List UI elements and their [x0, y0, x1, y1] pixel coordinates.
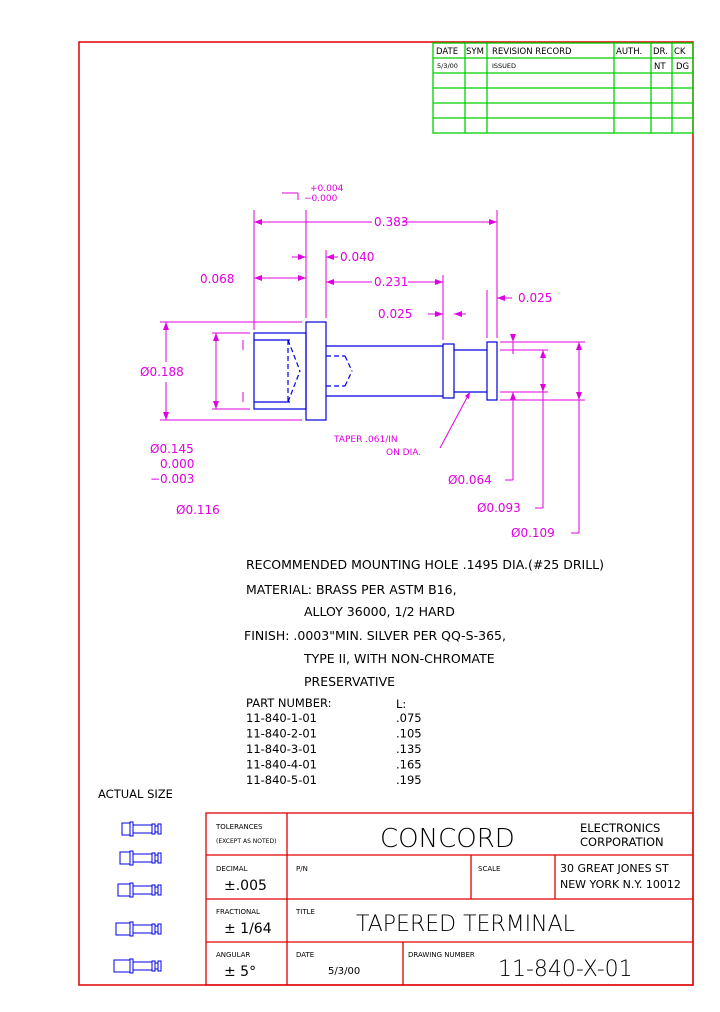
angular-label: ANGULAR — [216, 951, 250, 959]
tolerance-minus-label: −0.000 — [304, 194, 338, 204]
dim-bore-tol-plus: 0.000 — [160, 457, 194, 471]
dim-head-diameter: Ø0.188 — [140, 365, 184, 379]
address-line-1: 30 GREAT JONES ST — [560, 862, 669, 875]
rev-row-record: ISSUED — [492, 62, 516, 70]
tolerances-label: TOLERANCES — [215, 823, 263, 831]
actual-size-terminal-icon — [113, 958, 162, 974]
dimension-arrows — [163, 219, 582, 420]
drawing-number: 11-840-X-01 — [498, 957, 633, 982]
part-number-cell: 11-840-1-01 — [246, 711, 317, 725]
part-length-cell: .075 — [396, 711, 422, 725]
dim-inner-diameter: Ø0.116 — [176, 503, 220, 517]
parts-table-rows: 11-840-1-01 .075 11-840-2-01 .105 11-840-3-0… — [246, 711, 422, 787]
note-material-1: MATERIAL: BRASS PER ASTM B16, — [246, 582, 457, 597]
rev-row-ck: DG — [676, 62, 689, 72]
rev-row-date: 5/3/00 — [437, 62, 458, 70]
tolerances-sublabel: (EXCEPT AS NOTED) — [216, 838, 276, 845]
actual-size-label: ACTUAL SIZE — [98, 787, 173, 801]
part-length-cell: .105 — [396, 727, 422, 741]
note-mounting-hole: RECOMMENDED MOUNTING HOLE .1495 DIA.(#25… — [246, 557, 604, 572]
dimension-lines — [160, 192, 585, 534]
taper-note-line-2: ON DIA. — [386, 448, 421, 458]
actual-size-terminal-icon — [117, 882, 162, 898]
actual-size-terminal-icon — [115, 921, 162, 937]
address-line-2: NEW YORK N.Y. 10012 — [560, 878, 681, 891]
actual-size-terminal-icon — [121, 821, 162, 837]
dim-collar-diameter: Ø0.109 — [511, 526, 555, 540]
part-length-cell: .135 — [396, 742, 422, 756]
rev-header-date: DATE — [436, 47, 458, 57]
part-number-cell: 11-840-4-01 — [246, 758, 317, 772]
note-finish-1: FINISH: .0003"MIN. SILVER PER QQ-S-365, — [244, 628, 506, 643]
dim-groove-width: 0.025 — [378, 307, 412, 321]
actual-size-terminal-icon — [119, 850, 162, 866]
title-label: TITLE — [295, 908, 315, 916]
dim-end-length: 0.025 — [518, 291, 552, 305]
angular-value: ± 5° — [224, 964, 256, 980]
tolerance-plus-label: +0.004 — [310, 184, 344, 194]
actual-size-icons — [113, 821, 162, 974]
dim-groove-diameter: Ø0.093 — [477, 501, 521, 515]
dim-bore-tol-minus: −0.003 — [150, 472, 194, 486]
dim-shank-length: 0.068 — [200, 272, 234, 286]
parts-header-part-number: PART NUMBER: — [246, 696, 332, 710]
decimal-label: DECIMAL — [216, 865, 248, 873]
rev-header-auth: AUTH. — [616, 47, 642, 57]
part-number-cell: 11-840-5-01 — [246, 773, 317, 787]
drawing-number-label: DRAWING NUMBER — [408, 951, 475, 959]
rev-header-dr: DR. — [653, 47, 668, 57]
fractional-value: ± 1/64 — [224, 921, 272, 937]
note-material-2: ALLOY 36000, 1/2 HARD — [304, 604, 455, 619]
decimal-value: ±.005 — [224, 878, 267, 894]
company-name: CONCORD — [380, 824, 515, 854]
pn-label: P/N — [296, 865, 308, 873]
company-sub-1: ELECTRONICS — [580, 821, 660, 835]
dim-overall-length: 0.383 — [374, 215, 408, 229]
drawing-title: TAPERED TERMINAL — [356, 912, 575, 937]
part-number-cell: 11-840-2-01 — [246, 727, 317, 741]
taper-note-line-1: TAPER .061/IN — [333, 435, 398, 445]
note-finish-3: PRESERVATIVE — [304, 674, 395, 689]
part-number-cell: 11-840-3-01 — [246, 742, 317, 756]
date-label: DATE — [296, 951, 314, 959]
dim-head-to-groove: 0.231 — [374, 275, 408, 289]
rev-header-record: REVISION RECORD — [492, 47, 572, 57]
dim-head-thickness: 0.040 — [340, 250, 374, 264]
note-finish-2: TYPE II, WITH NON-CHROMATE — [303, 651, 495, 666]
company-sub-2: CORPORATION — [580, 835, 664, 849]
rev-header-ck: CK — [674, 47, 686, 57]
dim-bore-diameter: Ø0.145 — [150, 442, 194, 456]
date-value: 5/3/00 — [328, 966, 360, 977]
dim-tip-diameter: Ø0.064 — [448, 473, 492, 487]
scale-label: SCALE — [478, 865, 500, 873]
part-length-cell: .195 — [396, 773, 422, 787]
revision-block — [432, 42, 694, 134]
rev-header-sym: SYM — [466, 47, 484, 57]
fractional-label: FRACTIONAL — [216, 908, 260, 916]
part-length-cell: .165 — [396, 758, 422, 772]
parts-header-l: L: — [396, 697, 406, 711]
title-block-grid — [205, 812, 694, 986]
rev-row-dr: NT — [654, 62, 666, 72]
terminal-part-drawing — [253, 321, 498, 421]
